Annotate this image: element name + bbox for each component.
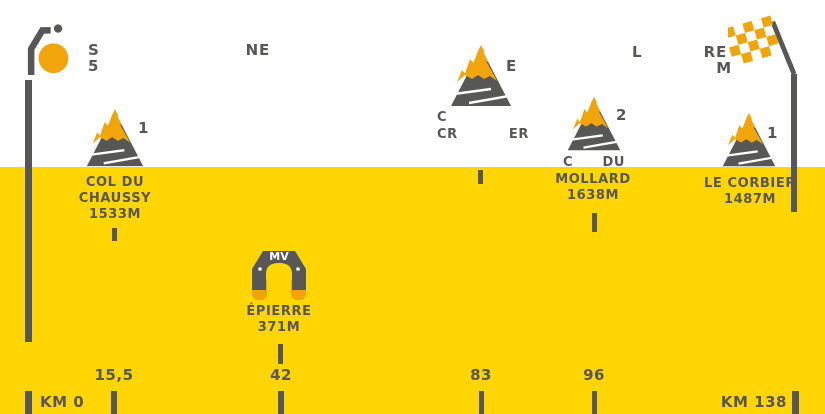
start-town-fragment-left: S [88,41,100,59]
category-badge: 1 [767,124,778,142]
climb-fragment-right: ER [508,127,529,142]
climb-name-corbier: LE CORBIER 1487M [704,176,796,208]
checkered-flag-icon [728,14,802,76]
sprint-label-epierre: ÉPIERRE 371M [246,304,311,336]
climb-name-croix-line2: CR ER [437,127,529,142]
start-line-bar [25,80,32,342]
category-badge: 1 [138,119,149,137]
finish-altitude-fragment: M [716,59,732,77]
category-badge: 2 [616,106,627,124]
km-start-label: KM 0 [40,393,85,411]
km-tick-15-5 [111,391,117,414]
climb-name-mollard-line1: C DU [563,155,625,170]
km-label-15-5: 15,5 [94,366,134,384]
km-label-42: 42 [270,366,292,384]
climb-fragment-left: CR [437,127,458,142]
km-tick-96 [592,391,597,414]
mountain-icon [720,112,778,168]
finish-town-fragment-right: RE [703,43,727,61]
climb-line2: CHAUSSY [78,191,152,206]
sprint-arch-icon: MV [243,242,315,302]
climb-name-mollard: MOLLARD 1638M [555,172,631,204]
climb-tick-chaussy [112,228,117,241]
climb-altitude: 1638M [566,188,620,203]
start-town-line1: S NE [88,41,270,59]
finish-town-line1: L RE [632,43,727,61]
climb-fragment-right: DU [602,155,625,170]
start-altitude-line: 5 [88,57,99,75]
cyclist-icon [20,20,72,78]
climb-altitude: 1487M [723,192,777,207]
km-tick-42 [278,391,284,414]
climb-name-croix-line1: C [437,110,529,125]
category-badge: E [506,57,517,75]
climb-tick-mollard [592,213,597,232]
start-altitude-fragment: 5 [88,57,100,75]
sprint-altitude: 371M [257,320,301,335]
finish-altitude-line: M [632,59,732,77]
climb-name-chaussy: COL DU CHAUSSY 1533M [79,175,151,223]
finish-flag-pole [791,74,797,212]
start-town-fragment-right: NE [245,41,270,59]
climb-line1: LE CORBIER [704,176,796,191]
km-tick-finish [792,391,799,414]
km-finish-label: KM 138 [720,393,787,411]
mountain-icon [85,108,145,168]
mountain-icon [448,44,514,108]
km-label-96: 96 [583,366,605,384]
mountain-icon [565,96,623,152]
sprint-name: ÉPIERRE [246,304,312,319]
km-tick-83 [479,391,484,414]
arch-label: MV [269,250,289,263]
climb-fragment-left: C [437,110,448,125]
climb-tick-croix [478,170,483,184]
climb-altitude: 1533M [88,207,142,222]
climb-line2: MOLLARD [555,172,631,187]
climb-line1: COL DU [85,175,145,190]
sprint-tick-epierre [278,344,283,364]
km-label-83: 83 [470,366,492,384]
km-tick-start [25,391,32,414]
profile-background [0,167,825,414]
climb-fragment-left: C [563,155,574,170]
finish-town-fragment-left: L [632,43,643,61]
